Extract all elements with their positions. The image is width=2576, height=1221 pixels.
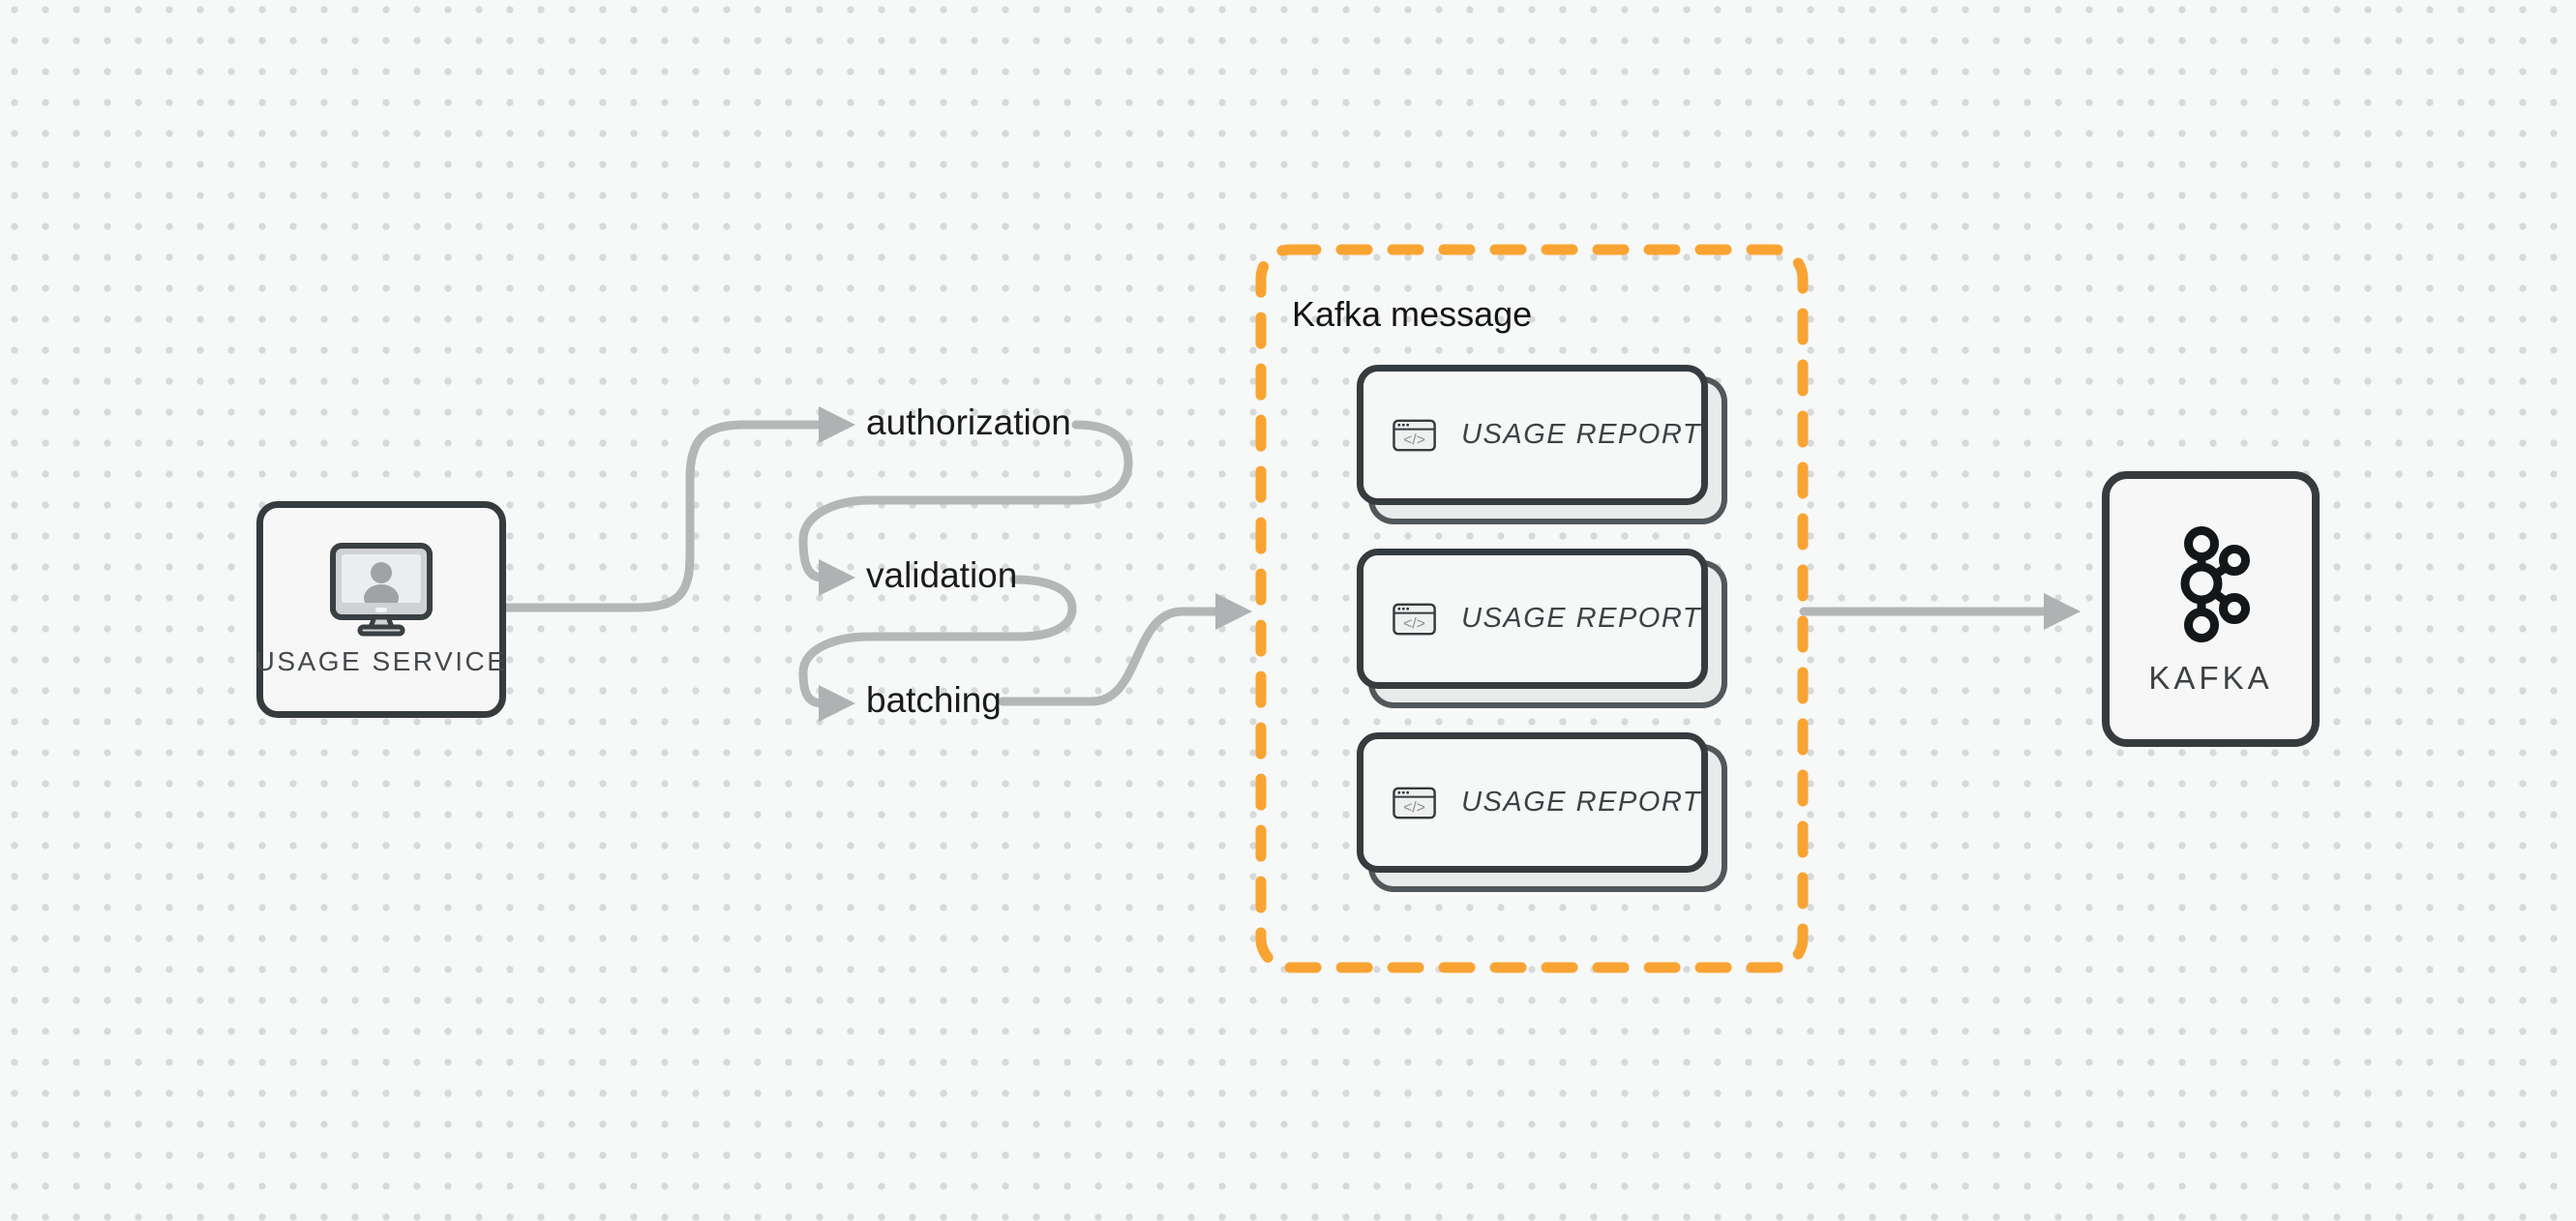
arrowhead-kafka — [2044, 593, 2081, 630]
step-batching: batching — [866, 680, 1002, 720]
usage-service-node: USAGE SERVICE — [255, 501, 508, 718]
connector-validation-to-batching — [798, 575, 1077, 708]
connector-batching-to-kafka-message — [998, 607, 1220, 706]
connector-authorization-to-validation — [798, 420, 1133, 582]
kafka-message-group-title: Kafka message — [1292, 294, 1533, 334]
usage-report-card: </> USAGE REPORT — [1357, 365, 1708, 505]
kafka-node: KAFKA — [2102, 471, 2320, 747]
code-window-icon: </> — [1393, 419, 1436, 451]
usage-service-label: USAGE SERVICE — [255, 646, 508, 676]
arrowhead-batching — [819, 685, 855, 722]
connector-usage-service-to-authorization — [501, 420, 824, 612]
kafka-label: KAFKA — [2148, 659, 2273, 696]
user-silhouette — [364, 562, 399, 603]
arrowhead-authorization — [819, 406, 855, 443]
usage-report-label: USAGE REPORT — [1461, 787, 1701, 818]
usage-report-label: USAGE REPORT — [1461, 603, 1701, 634]
step-authorization: authorization — [866, 402, 1071, 442]
kafka-logo-icon — [2180, 525, 2250, 642]
arrowhead-kafka-message — [1215, 593, 1252, 630]
usage-report-card: </> USAGE REPORT — [1357, 732, 1708, 873]
user-monitor-icon — [330, 543, 433, 637]
svg-text:</>: </> — [1403, 799, 1425, 816]
usage-report-label: USAGE REPORT — [1461, 419, 1701, 450]
code-window-icon: </> — [1393, 787, 1436, 819]
arrowhead-validation — [819, 559, 855, 596]
step-validation: validation — [866, 555, 1018, 595]
svg-text:</>: </> — [1403, 615, 1425, 632]
usage-report-card: </> USAGE REPORT — [1357, 549, 1708, 689]
code-window-icon: </> — [1393, 603, 1436, 635]
svg-text:</>: </> — [1403, 432, 1425, 448]
